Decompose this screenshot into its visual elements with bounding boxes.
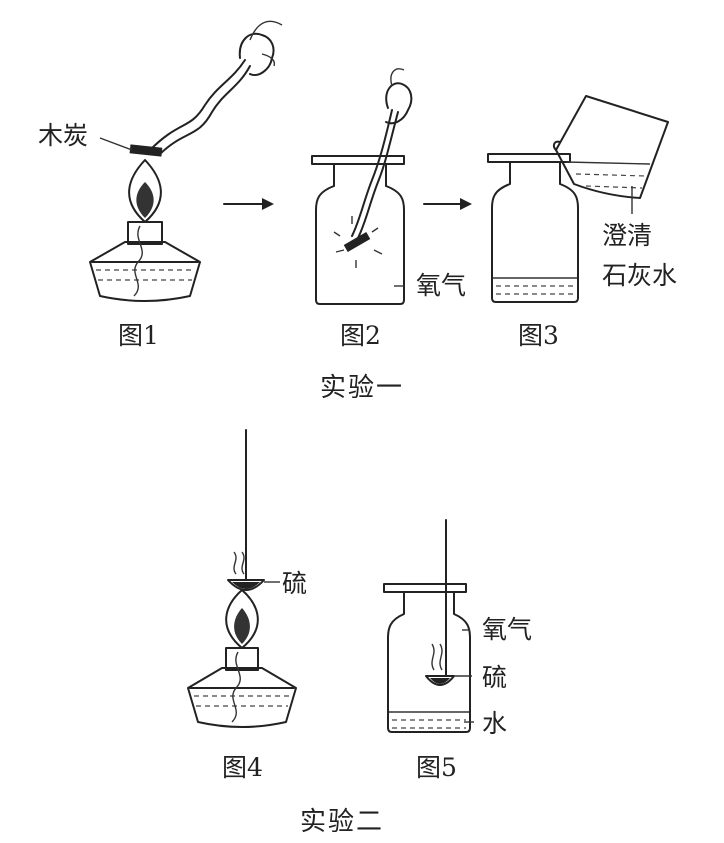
title-experiment1: 实验一 [320, 373, 404, 403]
fig3-gas-bottle [487, 153, 579, 303]
fig4-spoon-with-sulfur [227, 429, 280, 591]
caption-fig3: 图3 [518, 321, 559, 350]
label-oxygen-fig5: 氧气 [482, 615, 532, 644]
fig1-tongs-with-charcoal [99, 20, 283, 157]
caption-fig5: 图5 [416, 753, 457, 782]
caption-fig2: 图2 [340, 321, 381, 350]
label-charcoal: 木炭 [38, 121, 88, 150]
arrow-1-to-2 [223, 198, 274, 210]
arrow-2-to-3 [423, 198, 472, 210]
title-experiment2: 实验二 [300, 807, 384, 837]
fig3-beaker-limewater [552, 95, 669, 214]
fig1-alcohol-lamp [89, 159, 201, 302]
caption-fig1: 图1 [118, 321, 159, 350]
fig4-alcohol-lamp [187, 589, 297, 728]
label-limewater-line1: 澄清 [602, 221, 652, 250]
fig5-spoon-with-burning-sulfur [425, 519, 472, 686]
caption-fig4: 图4 [222, 753, 263, 782]
fig5-gas-bottle [383, 583, 471, 733]
label-sulfur-fig4: 硫 [282, 569, 307, 598]
label-water-fig5: 水 [482, 709, 507, 738]
label-limewater-line2: 石灰水 [602, 261, 677, 290]
fig2-gas-bottle [311, 155, 405, 305]
label-sulfur-fig5: 硫 [482, 663, 507, 692]
label-oxygen-fig2: 氧气 [416, 271, 466, 300]
fig2-tongs-burning-charcoal [333, 68, 413, 268]
